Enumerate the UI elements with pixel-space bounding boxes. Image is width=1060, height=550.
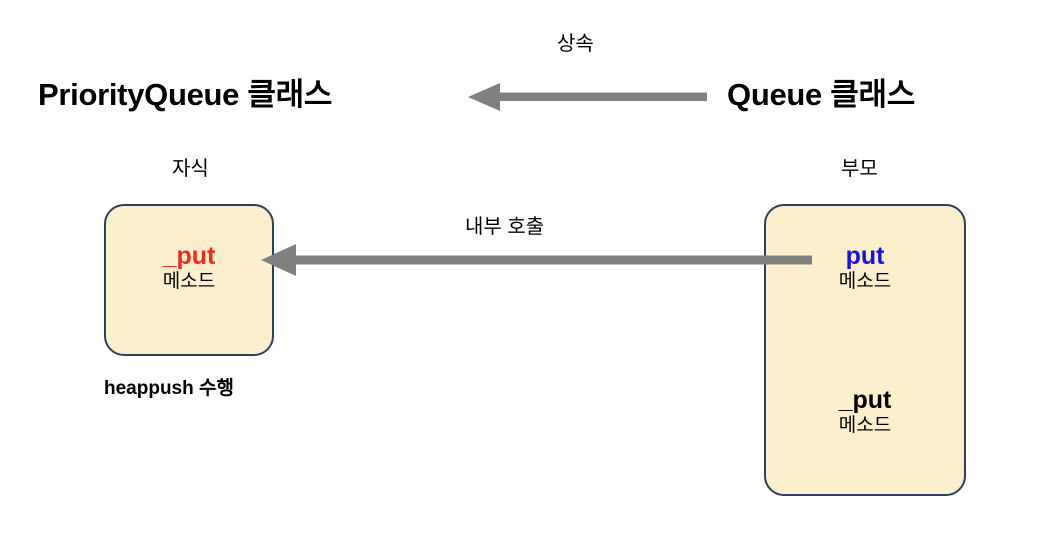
class-title-queue: Queue 클래스: [727, 77, 915, 112]
internal-call-arrow: [261, 244, 812, 276]
label-child-role: 자식: [172, 158, 209, 180]
inheritance-arrow: [468, 83, 707, 111]
child-class-box: _put 메소드: [104, 204, 274, 356]
class-title-priorityqueue: PriorityQueue 클래스: [38, 77, 333, 112]
member-name: _put: [838, 386, 892, 414]
member-name: put: [845, 242, 885, 270]
arrow-label-internal-call: 내부 호출: [465, 216, 545, 238]
parent-class-box: put 메소드 _put 메소드: [764, 204, 966, 496]
member-kind: 메소드: [838, 415, 892, 436]
member-parent-put: put 메소드: [766, 242, 964, 295]
member-kind: 메소드: [162, 271, 216, 292]
label-parent-role: 부모: [841, 158, 878, 180]
member-child-_put: _put 메소드: [106, 242, 272, 295]
member-name: _put: [162, 242, 216, 270]
arrow-label-inheritance: 상속: [557, 33, 594, 55]
caption-heappush: heappush 수행: [104, 378, 234, 399]
member-kind: 메소드: [838, 271, 892, 292]
member-parent-_put: _put 메소드: [766, 386, 964, 439]
